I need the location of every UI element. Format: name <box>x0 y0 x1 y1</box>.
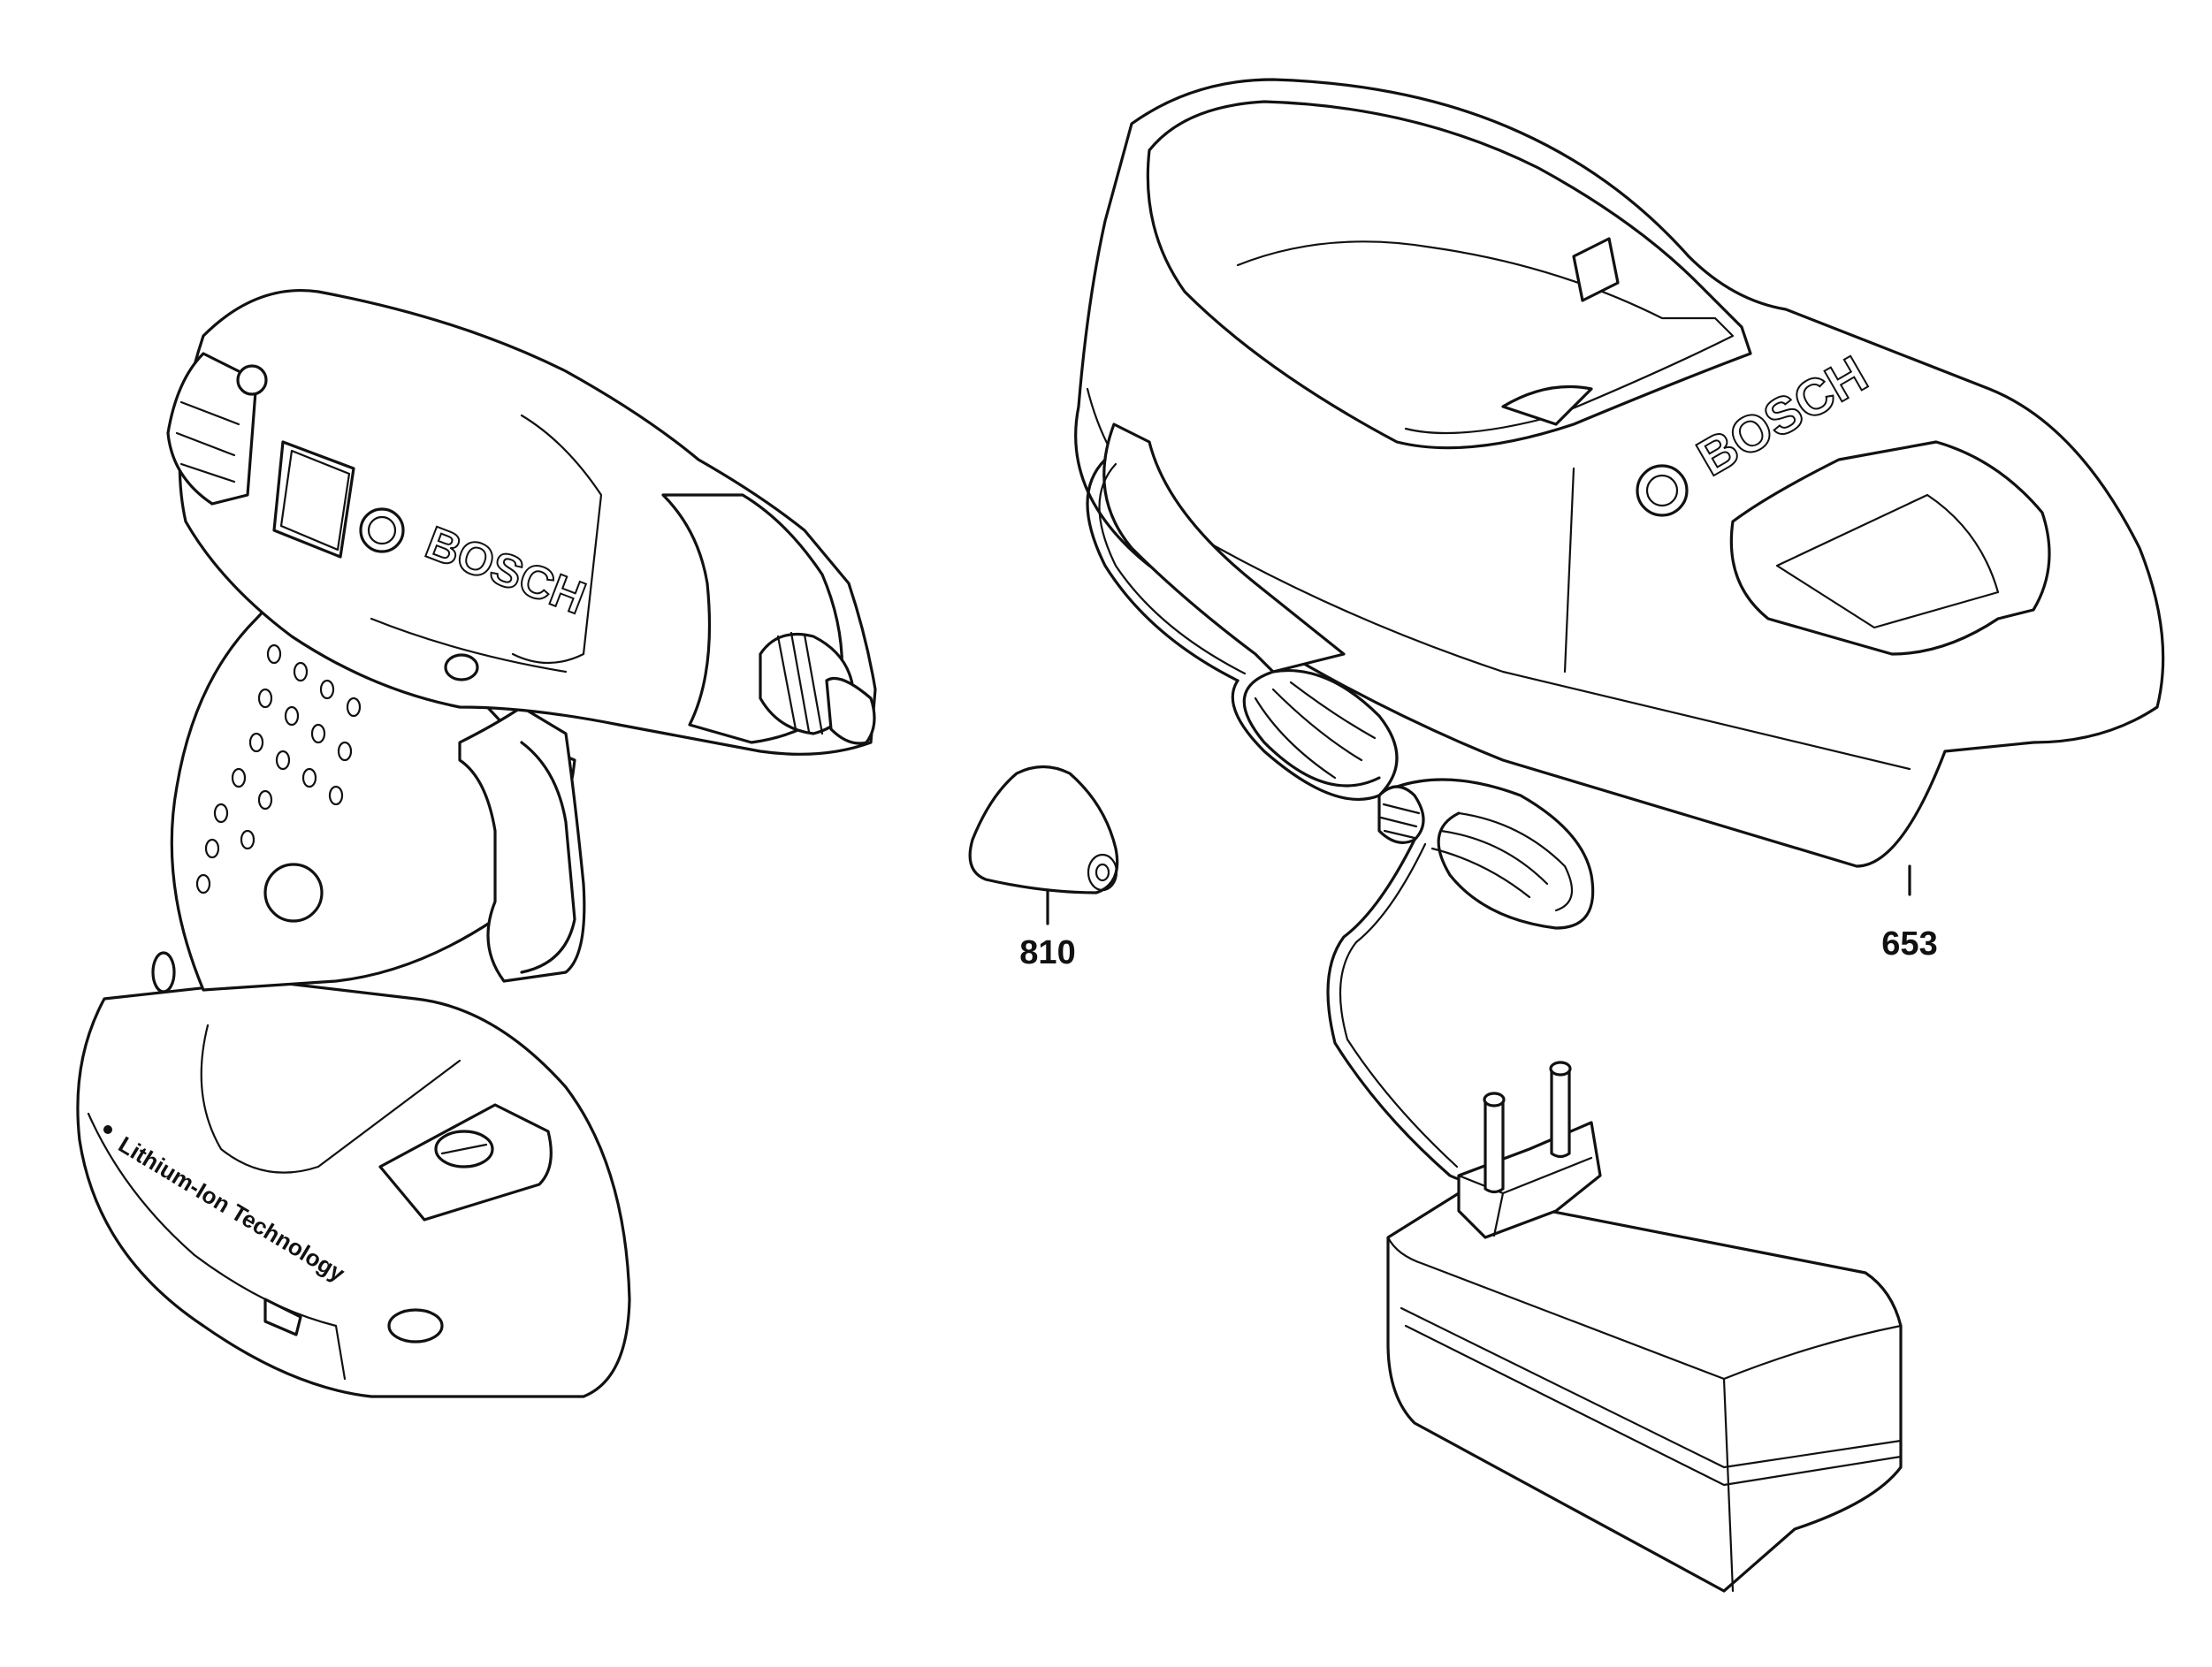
power-cord <box>1086 458 1595 1184</box>
nozzle-cap-part: 810 <box>968 765 1119 971</box>
power-adapter <box>1386 1061 1903 1593</box>
cordless-glue-gun: BOSCH Lithium-Ion Technology <box>76 288 877 1398</box>
callout-label-810: 810 <box>1019 934 1075 971</box>
callout-label-653: 653 <box>1881 925 1937 963</box>
charger-base-part: 653 BOSCH <box>1074 78 2165 963</box>
